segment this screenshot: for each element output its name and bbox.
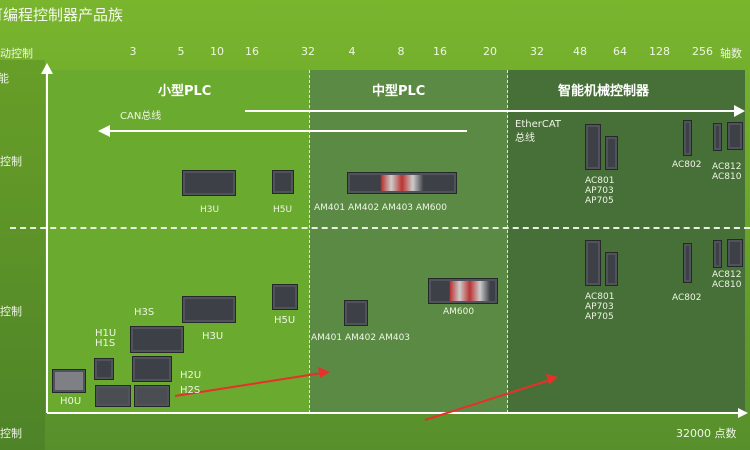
device-h5u-top	[272, 170, 294, 194]
y-label-top: 能	[0, 72, 9, 85]
label-ac802-top: AC802	[672, 160, 702, 170]
axis-tick: 32	[301, 45, 315, 58]
can-bus-label: CAN总线	[120, 111, 162, 122]
device-h2u	[132, 356, 172, 382]
axis-tick: 20	[483, 45, 497, 58]
device-ac802-bottom	[683, 243, 692, 283]
device-ac801-bottom	[585, 240, 601, 286]
device-ac810-top	[727, 122, 743, 150]
device-ac812-bottom	[713, 240, 722, 268]
axis-tick: 64	[613, 45, 627, 58]
axis-unit: 轴数	[720, 47, 742, 60]
device-h3s	[130, 326, 184, 353]
device-ac810-bottom	[727, 239, 743, 267]
label-h5u: H5U	[274, 315, 296, 326]
region-title-smart: 智能机械控制器	[558, 84, 650, 99]
axis-tick: 16	[245, 45, 259, 58]
label-am-top: AM401 AM402 AM403 AM600	[314, 203, 447, 213]
red-arrow-2	[424, 379, 551, 421]
axis-tick: 8	[397, 45, 405, 58]
device-am600	[428, 278, 498, 304]
axis-tick: 32	[530, 45, 544, 58]
region-title-mid: 中型PLC	[372, 84, 426, 99]
device-h2s	[134, 385, 170, 407]
x-bottom-label: 32000 点数	[676, 427, 737, 440]
device-h5u	[272, 284, 298, 310]
device-h3u-top	[182, 170, 236, 196]
label-h3s: H3S	[134, 307, 155, 318]
label-am600: AM600	[443, 307, 475, 317]
device-h0u	[52, 369, 86, 393]
axis-tick: 10	[210, 45, 224, 58]
device-ac812-top	[713, 123, 722, 151]
page-title: 可编程控制器产品族	[0, 6, 124, 24]
y-label-position: 定位控制	[0, 305, 22, 318]
label-am-bottom: AM401 AM402 AM403	[311, 333, 411, 343]
label-h3u: H3U	[202, 331, 224, 342]
red-arrow-1	[174, 372, 323, 397]
ethercat-label: EtherCAT	[515, 119, 561, 130]
ethercat-label-2: 总线	[515, 133, 535, 144]
y-axis-arrowhead	[41, 63, 53, 74]
axis-tick: 256	[692, 45, 713, 58]
y-label-logic: 逻辑控制	[0, 427, 22, 440]
label-h3u-top: H3U	[200, 205, 220, 215]
label-h5u-top: H5U	[273, 205, 293, 215]
device-ap703-top	[605, 136, 618, 170]
divider-horizontal	[10, 227, 750, 229]
device-ac802-top	[683, 120, 692, 156]
axis-tick: 5	[177, 45, 185, 58]
device-h1s	[95, 385, 131, 407]
region-mid-plc	[310, 70, 508, 413]
device-h1	[94, 358, 114, 380]
region-small-plc	[47, 70, 310, 413]
label-ac802-bottom: AC802	[672, 293, 702, 303]
axis-tick: 4	[348, 45, 356, 58]
region-smart-controller	[508, 70, 745, 413]
device-ap703-bottom	[605, 252, 618, 286]
divider-vertical-1	[309, 70, 310, 413]
axis-tick: 48	[573, 45, 587, 58]
divider-vertical-2	[507, 70, 508, 413]
label-h0u: H0U	[60, 396, 82, 407]
device-am-top	[347, 172, 457, 194]
axis-tick: 16	[433, 45, 447, 58]
device-am-bottom	[344, 300, 368, 326]
left-strip	[0, 60, 45, 450]
device-h3u	[182, 296, 236, 323]
x-axis-arrowhead	[738, 408, 748, 418]
header-row-label: 运动控制	[0, 47, 33, 60]
axis-tick: 128	[649, 45, 670, 58]
y-label-sync: 同步控制	[0, 155, 22, 168]
axis-tick: 3	[129, 45, 137, 58]
region-title-small: 小型PLC	[158, 84, 212, 99]
device-ac801-top	[585, 124, 601, 170]
